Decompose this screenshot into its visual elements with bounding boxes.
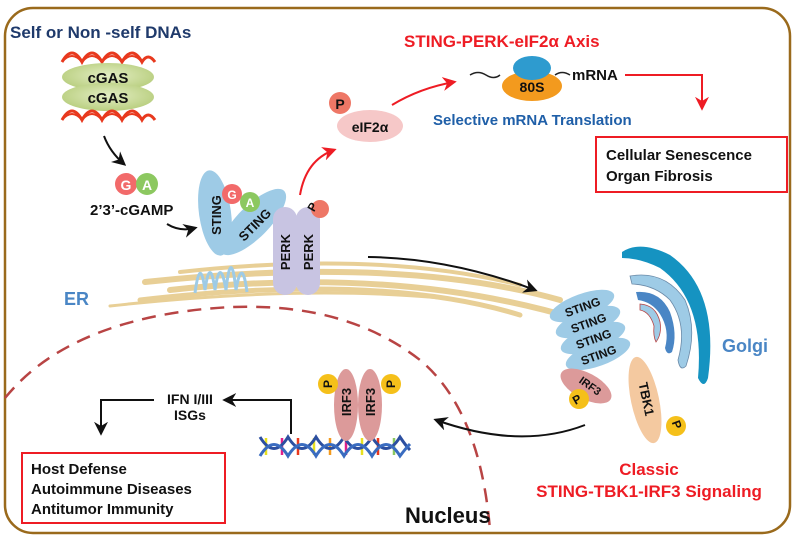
selective-translation-label: Selective mRNA Translation — [433, 112, 632, 129]
ifn-label-line2: ISGs — [174, 407, 206, 423]
sting-oligomer: STING STING STING STING — [549, 289, 631, 371]
irf3-label: IRF3 — [339, 388, 354, 416]
cgas-bottom-label: cGAS — [88, 90, 129, 107]
arrow-golgi-to-nucleus — [433, 417, 586, 438]
irf3-dimer: IRF3 IRF3 P P — [318, 369, 401, 441]
a-label: A — [246, 196, 255, 210]
sting-label-1: STING — [209, 195, 224, 235]
er-label: ER — [64, 289, 89, 309]
cgamp-label: 2’3’-cGAMP — [90, 202, 173, 219]
cgas-top-label: cGAS — [88, 70, 129, 87]
ribosome-label: 80S — [520, 79, 545, 95]
ifn-label-line1: IFN I/III — [167, 391, 213, 407]
cgamp-molecule: G A — [115, 173, 158, 195]
nucleus-envelope — [4, 305, 492, 531]
a-label: A — [142, 177, 152, 193]
mrna-strand — [469, 71, 571, 79]
eif2a-label: eIF2α — [352, 119, 389, 135]
p-label: P — [321, 380, 335, 388]
outcome-line: Organ Fibrosis — [606, 168, 713, 185]
ribosome-80s: 80S — [502, 56, 562, 101]
classic-label-line1: Classic — [619, 460, 679, 479]
mrna-label: mRNA — [572, 67, 618, 84]
arrow-er-to-golgi — [367, 256, 538, 293]
arrow-eif2a-to-ribosome — [391, 77, 457, 106]
outcome-line: Autoimmune Diseases — [31, 481, 192, 498]
perk-phospho — [311, 200, 329, 218]
classic-label-line2: STING-TBK1-IRF3 Signaling — [536, 482, 762, 501]
cgas-dimer: cGAS cGAS — [62, 63, 154, 111]
p-label: P — [335, 96, 344, 112]
golgi-apparatus — [622, 246, 711, 384]
perk-axis-title: STING-PERK-eIF2α Axis — [404, 32, 600, 51]
arrow-mrna-to-outcome — [625, 74, 709, 111]
golgi-label: Golgi — [722, 336, 768, 356]
perk-dimer: PERK PERK P — [273, 200, 329, 295]
cgas-top — [62, 63, 154, 91]
diagram-frame — [3, 6, 792, 535]
g-label: G — [227, 188, 236, 202]
sting-dimer: G A STING STING — [198, 170, 287, 256]
perk-label-2: PERK — [301, 233, 316, 270]
outcome-line: Cellular Senescence — [606, 147, 752, 164]
nucleus-label: Nucleus — [405, 503, 491, 528]
perk-label-1: PERK — [278, 233, 293, 270]
tbk1-irf3-complex: IRF3 TBK1 P P — [560, 356, 686, 444]
cgas-bottom — [62, 83, 154, 111]
arrow-ifn-to-outcome — [94, 399, 154, 436]
outcome-line: Host Defense — [31, 461, 127, 478]
dna-strand-top-icon — [60, 51, 157, 66]
dna-source-label: Self or Non -self DNAs — [10, 23, 191, 42]
outcome-line: Antitumor Immunity — [31, 501, 174, 518]
dna-strand-bottom-icon — [60, 109, 157, 124]
arrow-dna-to-ifn — [222, 393, 292, 434]
sting-transmembrane — [193, 266, 249, 294]
arrow-perk-to-eif2a — [299, 147, 337, 196]
arrow-cgas-to-cgamp — [103, 135, 127, 166]
irf3-label: IRF3 — [363, 388, 378, 416]
arrow-cgamp-to-sting — [166, 223, 198, 238]
tbk1-label: TBK1 — [636, 381, 658, 417]
g-label: G — [121, 177, 132, 193]
perk-outcome-box: Cellular Senescence Organ Fibrosis — [595, 136, 788, 193]
er-membrane — [108, 261, 583, 323]
eif2a-protein: P eIF2α — [329, 92, 403, 142]
genomic-dna-helix-icon — [258, 434, 412, 459]
p-label: P — [384, 380, 398, 388]
classic-outcome-box: Host Defense Autoimmune Diseases Antitum… — [21, 452, 226, 524]
